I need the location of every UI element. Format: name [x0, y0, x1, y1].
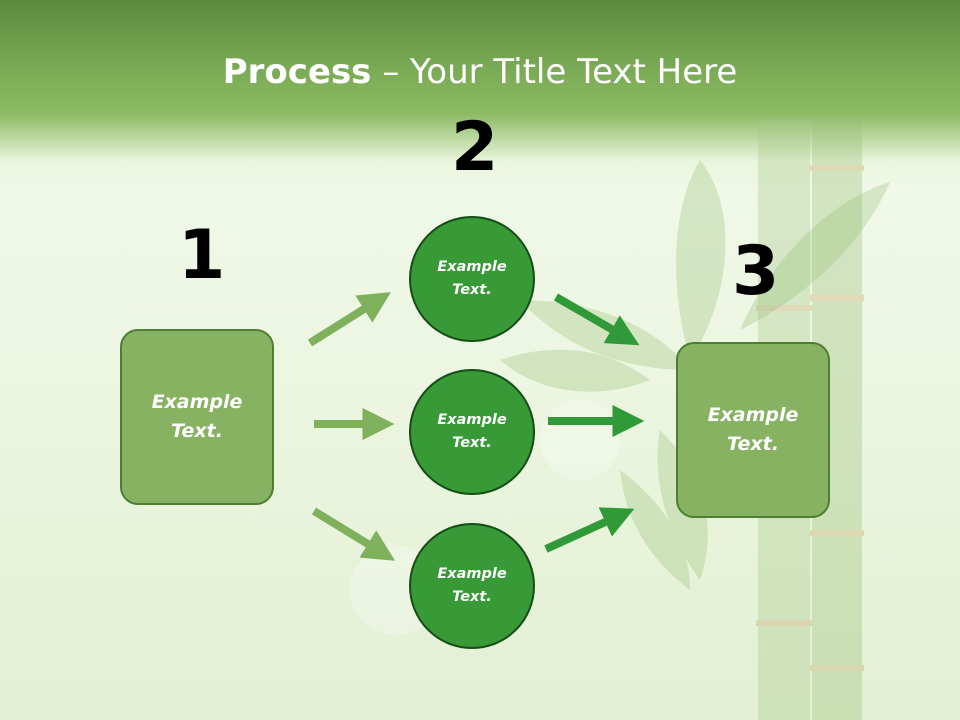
step-3-box: Example Text.	[676, 342, 830, 518]
circle-middle-text: Example Text.	[437, 412, 507, 451]
circle-bottom: Example Text.	[409, 523, 535, 649]
header-band	[0, 0, 960, 190]
step-3-text: Example Text.	[707, 404, 799, 455]
arrow-top-to-3	[553, 293, 640, 346]
step-number-1: 1	[178, 216, 226, 295]
circle-top-text: Example Text.	[437, 259, 507, 298]
circle-top: Example Text.	[409, 216, 535, 342]
step-number-2: 2	[451, 108, 499, 187]
step-1-box: Example Text.	[120, 329, 274, 505]
step-1-text: Example Text.	[151, 391, 243, 442]
slide-title: Process – Your Title Text Here	[0, 52, 960, 92]
step-number-3: 3	[732, 232, 780, 311]
arrow-bottom-to-3	[544, 507, 635, 553]
circle-middle: Example Text.	[409, 369, 535, 495]
arrow-1-to-top	[307, 292, 391, 347]
title-rest: – Your Title Text Here	[371, 52, 738, 92]
circle-bottom-text: Example Text.	[437, 566, 507, 605]
title-bold: Process	[222, 52, 372, 92]
arrow-1-to-bottom	[311, 507, 396, 561]
